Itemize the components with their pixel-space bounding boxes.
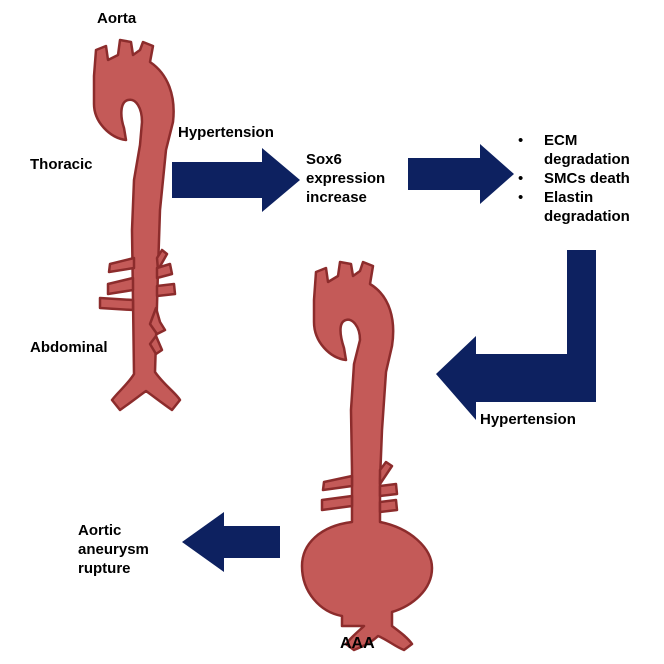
label-hypertension-right: Hypertension — [480, 411, 576, 428]
bullet-icon: • — [518, 189, 524, 206]
label-hypertension-top: Hypertension — [178, 124, 274, 141]
arrow-hypertension-to-sox6 — [172, 148, 300, 212]
rupture-line: rupture — [78, 560, 131, 577]
arrow-effects-to-aaa — [436, 250, 596, 420]
sox6-expression-text: Sox6 expression increase — [306, 150, 385, 207]
bullet-icon: • — [518, 132, 524, 149]
label-abdominal: Abdominal — [30, 339, 108, 356]
bullet-icon: • — [518, 170, 524, 187]
sox6-line: expression — [306, 170, 386, 187]
arrow-aaa-to-rupture — [182, 512, 280, 572]
rupture-text: Aortic aneurysm rupture — [78, 521, 149, 578]
effect-line: ECM — [544, 132, 578, 149]
rupture-line: aneurysm — [78, 541, 149, 558]
effect-line: Elastin — [544, 189, 594, 206]
rupture-line: Aortic — [78, 522, 122, 539]
arrow-sox6-to-effects — [408, 144, 514, 204]
effect-item: • ECM degradation — [512, 131, 630, 169]
effect-item: • SMCs death — [512, 169, 630, 188]
effect-item: • Elastin degradation — [512, 188, 630, 226]
effect-line: degradation — [544, 151, 630, 168]
aneurysmal-aorta — [300, 260, 434, 652]
sox6-line: Sox6 — [306, 151, 342, 168]
label-aorta: Aorta — [97, 10, 137, 27]
sox6-line: increase — [306, 189, 367, 206]
label-thoracic: Thoracic — [30, 156, 93, 173]
label-aaa: AAA — [340, 635, 375, 652]
effects-list: • ECM degradation • SMCs death • Elastin… — [512, 131, 630, 226]
effect-line: SMCs death — [544, 170, 630, 187]
effect-line: degradation — [544, 208, 630, 225]
